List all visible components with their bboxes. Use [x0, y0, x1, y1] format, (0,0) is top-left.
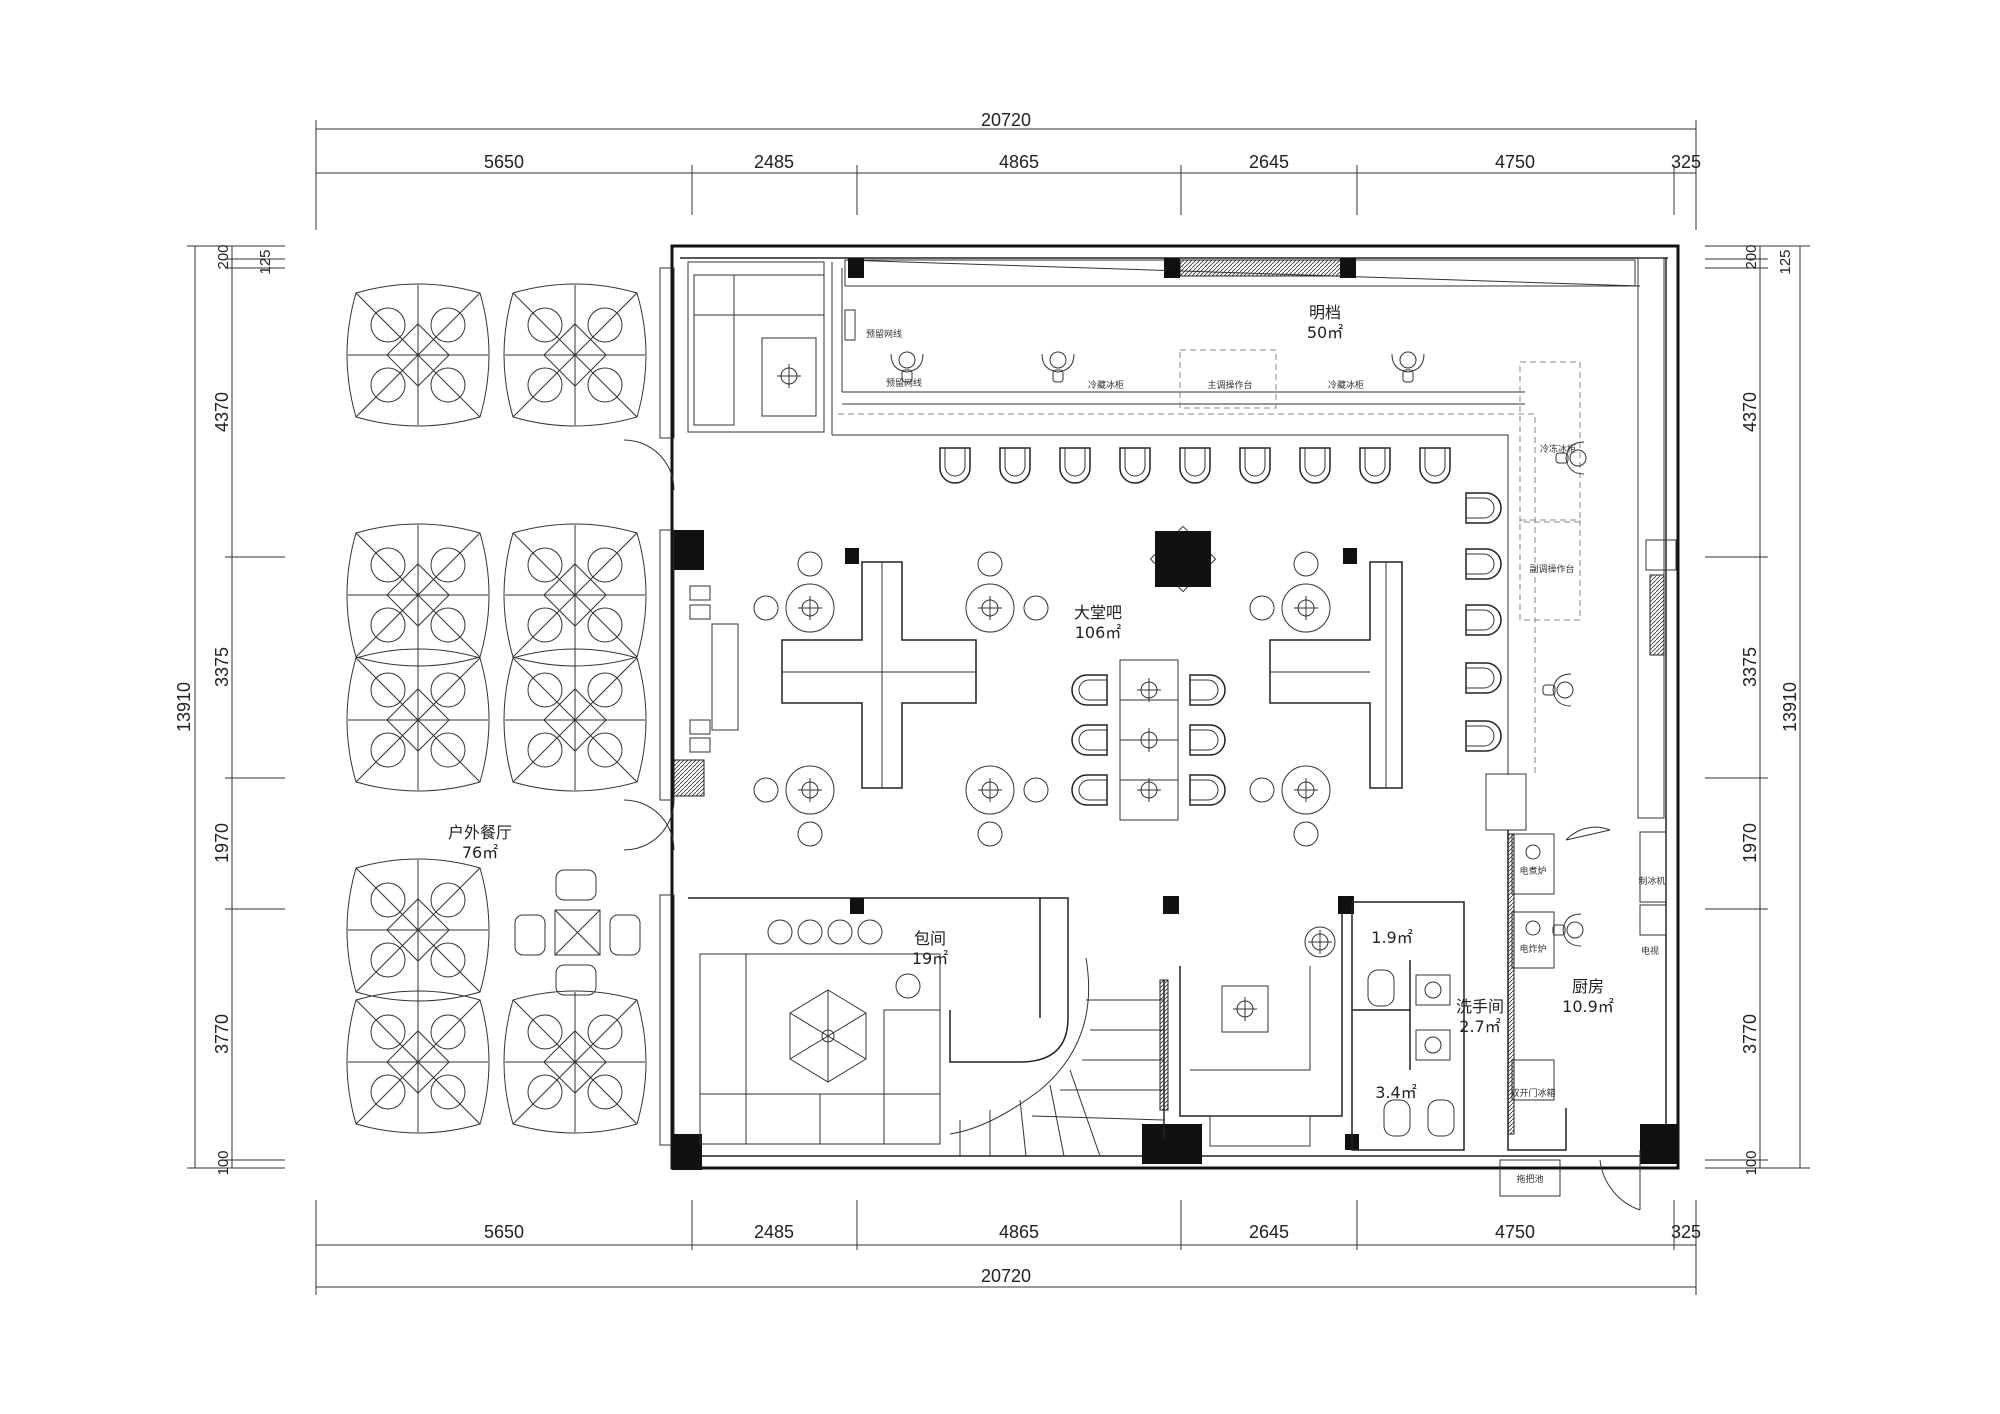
label-mop-pool: 拖把池 — [1516, 1173, 1543, 1185]
dim-left-seg-6: 3770 — [212, 1014, 232, 1054]
kitchen-area: 厨房 10.9㎡ 电煮炉 电炸炉 制冰机 电视 双开门冰箱 拖把池 — [1499, 826, 1667, 1211]
label-cold-cabinet-2: 冷藏冰柜 — [1328, 379, 1364, 391]
dim-top-seg-4: 2645 — [1249, 152, 1289, 172]
label-pre-line: 预留网线 — [886, 377, 922, 389]
dim-top-seg-5: 4750 — [1495, 152, 1535, 172]
room-name-open-kitchen: 明档 — [1309, 303, 1341, 322]
dim-top-total: 20720 — [981, 110, 1031, 130]
dim-bottom-seg-4: 2645 — [1249, 1222, 1289, 1242]
dim-left-seg-1: 200 — [215, 244, 232, 269]
bar-stools — [939, 447, 1502, 752]
reception-area — [1179, 896, 1354, 1147]
label-elec-fryer: 电炸炉 — [1519, 943, 1546, 955]
room-name-kitchen: 厨房 — [1572, 977, 1604, 996]
dim-left-total: 13910 — [174, 682, 194, 732]
dim-left-seg-3: 4370 — [212, 392, 232, 432]
dim-bottom-seg-5: 4750 — [1495, 1222, 1535, 1242]
dim-bottom-seg-1: 5650 — [484, 1222, 524, 1242]
dim-bottom-seg-3: 4865 — [999, 1222, 1039, 1242]
room-area-toilet-b: 3.4㎡ — [1375, 1083, 1416, 1102]
lobby-bar-area: 大堂吧 106㎡ — [689, 525, 1403, 847]
label-hand-sink: 电视 — [1641, 945, 1659, 957]
room-area-kitchen: 10.9㎡ — [1562, 997, 1614, 1016]
dim-right-seg-1: 200 — [1743, 244, 1760, 269]
dim-right-total: 13910 — [1780, 682, 1800, 732]
outdoor-dining-area: 户外餐厅 76㎡ — [346, 283, 675, 1134]
washroom-area: 1.9㎡ 洗手间 2.7㎡ 3.4㎡ — [1351, 901, 1504, 1151]
dim-bottom-seg-6: 325 — [1671, 1222, 1701, 1242]
room-area-washroom: 2.7㎡ — [1459, 1017, 1500, 1036]
dim-bottom-total: 20720 — [981, 1266, 1031, 1286]
dim-right-seg-6: 3770 — [1740, 1014, 1760, 1054]
dim-left-seg-2: 125 — [257, 249, 274, 274]
dim-left-seg-7: 100 — [215, 1150, 232, 1175]
room-name-private-room: 包间 — [914, 929, 946, 948]
room-name-washroom: 洗手间 — [1456, 997, 1504, 1016]
open-kitchen-area: 明档 50㎡ 冷藏冰柜 主调操作台 冷藏冰柜 冷冻冰柜 副调操作台 预留网线 预… — [687, 261, 1587, 831]
dim-top-seg-3: 4865 — [999, 152, 1039, 172]
room-name-outdoor: 户外餐厅 — [448, 823, 512, 842]
label-cold-cabinet-1: 冷藏冰柜 — [1088, 379, 1124, 391]
dim-right-seg-3: 4370 — [1740, 392, 1760, 432]
label-elec-cooker: 电煮炉 — [1519, 865, 1546, 877]
dim-right-seg-4: 3375 — [1740, 647, 1760, 687]
staircase — [949, 896, 1179, 1157]
room-area-private-room: 19㎡ — [912, 949, 948, 968]
room-area-open-kitchen: 50㎡ — [1307, 323, 1343, 342]
dim-left-seg-4: 3375 — [212, 647, 232, 687]
dim-right-seg-2: 125 — [1777, 249, 1794, 274]
dim-top-seg-2: 2485 — [754, 152, 794, 172]
dim-left-seg-5: 1970 — [212, 823, 232, 863]
room-area-lobby-bar: 106㎡ — [1075, 623, 1122, 642]
label-sub-station: 副调操作台 — [1529, 563, 1574, 575]
dimension-lines: 20720 5650 2485 4865 2645 4750 325 5650 … — [174, 110, 1810, 1295]
dim-right-seg-7: 100 — [1743, 1150, 1760, 1175]
dim-bottom-seg-2: 2485 — [754, 1222, 794, 1242]
room-name-lobby-bar: 大堂吧 — [1074, 603, 1122, 622]
dim-top-seg-6: 325 — [1671, 152, 1701, 172]
dim-top-seg-1: 5650 — [484, 152, 524, 172]
building-walls — [659, 244, 1680, 1170]
label-double-fridge: 双开门冰箱 — [1510, 1087, 1555, 1099]
label-ice-machine: 制冰机 — [1638, 875, 1665, 887]
private-room-area: 包间 19㎡ — [688, 897, 1041, 1145]
room-area-outdoor: 76㎡ — [462, 843, 498, 862]
room-area-toilet-a: 1.9㎡ — [1371, 928, 1412, 947]
label-main-station: 主调操作台 — [1207, 379, 1252, 391]
label-freezer: 冷冻冰柜 — [1540, 443, 1576, 455]
label-net-line: 预留网线 — [866, 328, 902, 340]
dim-right-seg-5: 1970 — [1740, 823, 1760, 863]
